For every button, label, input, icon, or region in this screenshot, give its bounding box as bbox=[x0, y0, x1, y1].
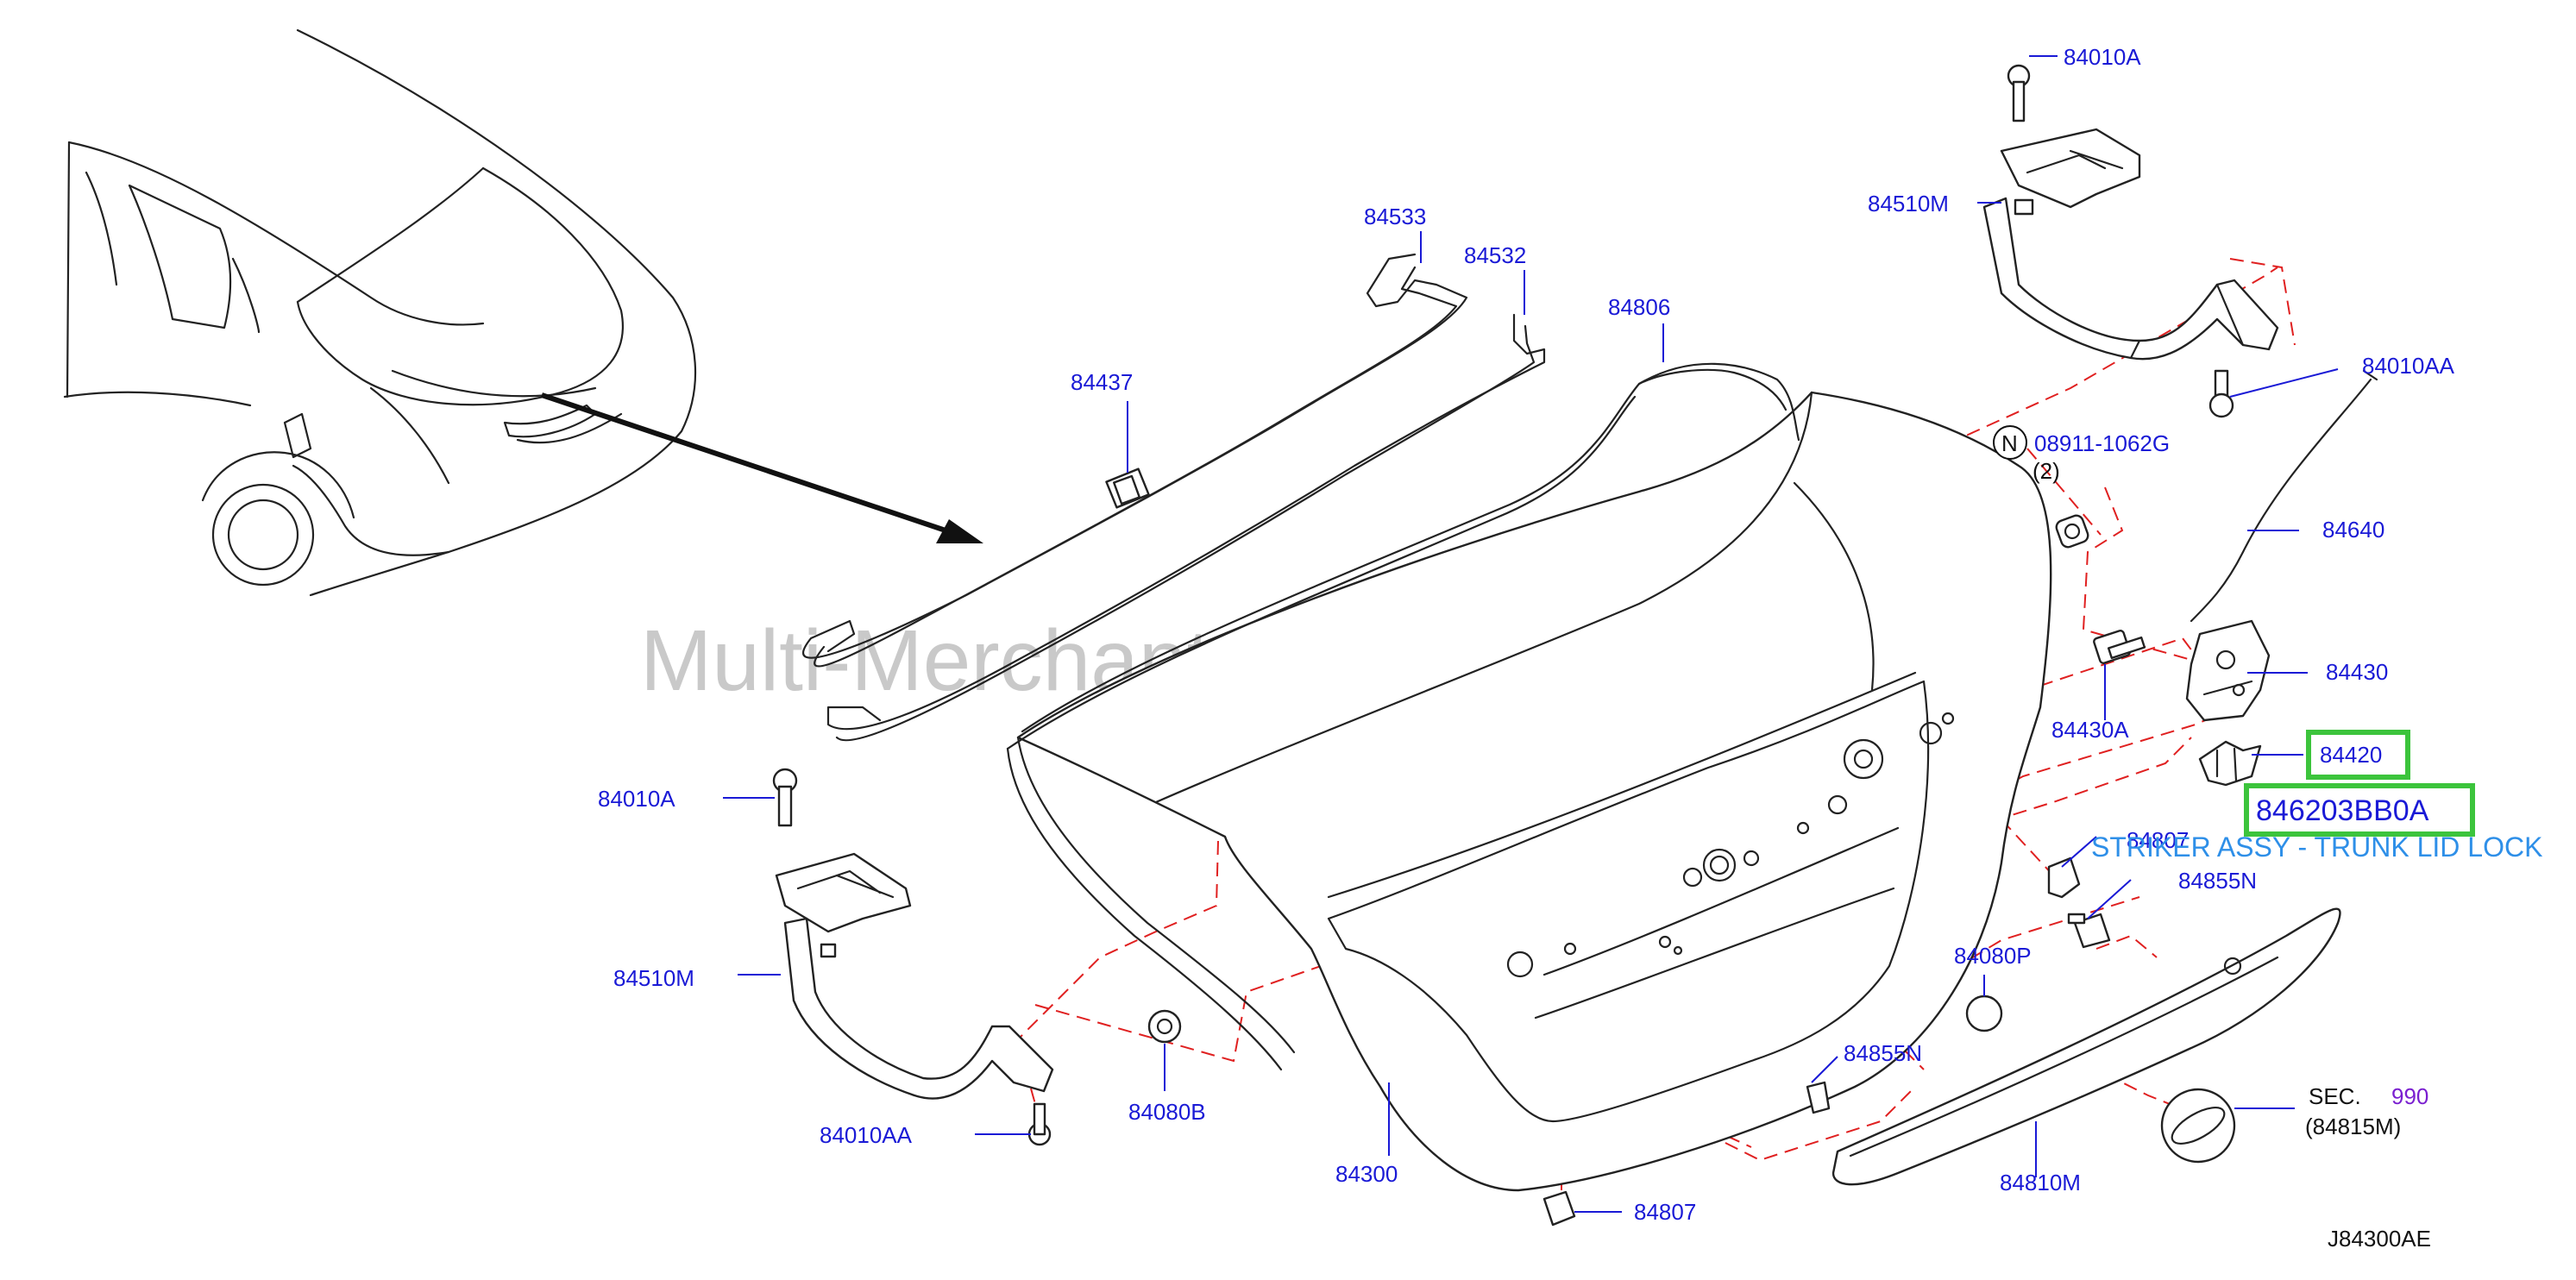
callout-labels: 84010A 84510M 84010AA 84533 84532 84806 … bbox=[598, 44, 2542, 1252]
callout-84806[interactable]: 84806 bbox=[1608, 294, 1670, 320]
callout-84430[interactable]: 84430 bbox=[2326, 659, 2388, 685]
callout-84855N-right[interactable]: 84855N bbox=[2178, 868, 2257, 894]
highlighted-part-number[interactable]: 846203BB0A bbox=[2256, 794, 2429, 827]
section-number-link[interactable]: 990 bbox=[2391, 1083, 2428, 1109]
section-label: SEC. bbox=[2309, 1083, 2361, 1109]
weatherstrip-84806 bbox=[1006, 362, 1800, 1071]
car-rear-overview-sketch bbox=[63, 28, 697, 597]
nut-symbol-letter: N bbox=[2001, 430, 2018, 456]
callout-84810M[interactable]: 84810M bbox=[2000, 1170, 2081, 1195]
callout-84807-top[interactable]: 84807 bbox=[2127, 827, 2189, 853]
callout-08911-quantity: (2) bbox=[2033, 458, 2060, 484]
callout-84510M-top[interactable]: 84510M bbox=[1868, 191, 1949, 216]
section-reference: (84815M) bbox=[2305, 1114, 2401, 1139]
callout-84080P[interactable]: 84080P bbox=[1954, 943, 2032, 969]
trunk-finisher-84810M bbox=[1831, 907, 2341, 1186]
callout-leader-lines bbox=[723, 55, 2339, 1213]
highlight-box-part-number[interactable] bbox=[2244, 783, 2475, 837]
callout-84300[interactable]: 84300 bbox=[1335, 1161, 1398, 1187]
callout-84430A[interactable]: 84430A bbox=[2051, 717, 2129, 743]
trunk-lid-lock-and-cable bbox=[2185, 369, 2378, 787]
fasteners-right bbox=[2055, 369, 2234, 664]
trunk-lid-rods bbox=[802, 253, 1546, 742]
callout-84510M-left[interactable]: 84510M bbox=[613, 965, 694, 991]
hinge-assembly-left bbox=[772, 768, 1054, 1146]
direction-arrow bbox=[541, 392, 983, 543]
callout-84807-bottom[interactable]: 84807 bbox=[1634, 1199, 1696, 1225]
callout-84010AA-left[interactable]: 84010AA bbox=[820, 1122, 913, 1148]
callout-84532[interactable]: 84532 bbox=[1464, 242, 1526, 268]
callout-84855N-mid[interactable]: 84855N bbox=[1844, 1040, 1922, 1066]
callout-08911-1062G[interactable]: 08911-1062G bbox=[2034, 430, 2170, 456]
callout-84420[interactable]: 84420 bbox=[2320, 742, 2382, 768]
trunk-lid-84300 bbox=[1016, 391, 2052, 1192]
callout-84010A-top[interactable]: 84010A bbox=[2064, 44, 2141, 70]
hinge-assembly-top-right bbox=[1982, 64, 2279, 361]
highlighted-part-description: STRIKER ASSY - TRUNK LID LOCK bbox=[2091, 831, 2542, 863]
highlight-box-84420 bbox=[2306, 730, 2410, 780]
callout-84533[interactable]: 84533 bbox=[1364, 204, 1426, 229]
nut-symbol-circle bbox=[1993, 425, 2027, 460]
rubber-bumpers-and-plugs bbox=[1113, 474, 2111, 1227]
callout-84010A-left[interactable]: 84010A bbox=[598, 786, 675, 812]
callout-84080B[interactable]: 84080B bbox=[1128, 1099, 1206, 1125]
callout-84640[interactable]: 84640 bbox=[2322, 517, 2384, 543]
callout-84010AA-top[interactable]: 84010AA bbox=[2362, 353, 2455, 379]
callout-84437[interactable]: 84437 bbox=[1071, 369, 1133, 395]
diagram-code: J84300AE bbox=[2328, 1226, 2431, 1252]
